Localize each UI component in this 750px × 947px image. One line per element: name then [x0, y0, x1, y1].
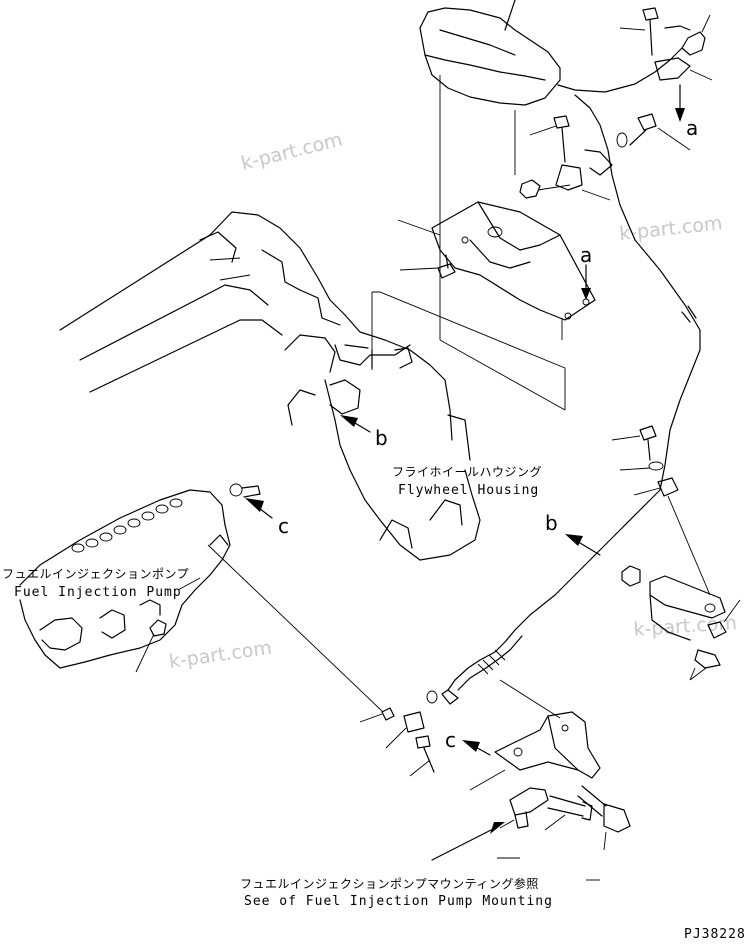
fuel-injection-pump: [19, 483, 261, 669]
callout-b-left: b: [375, 426, 388, 450]
linkage-leader: [207, 544, 435, 777]
flywheel-housing-label-jp: フライホイールハウジング: [392, 465, 542, 479]
bracket-bolt: [397, 219, 456, 279]
bracket-bolt-2: [529, 115, 570, 163]
bracket-nut: [519, 179, 571, 199]
fuel-pump-label-en: Fuel Injection Pump: [14, 585, 182, 600]
watermark-4: k-part.com: [633, 612, 738, 641]
mounting-reference-plane: [371, 291, 566, 411]
watermark-3: k-part.com: [168, 637, 274, 673]
fuel-pump-label-jp: フュエルインジェクションポンプ: [2, 567, 189, 581]
top-clip: [654, 57, 713, 81]
callout-a-mid: a: [580, 243, 592, 267]
mounting-ref-label-en: See of Fuel Injection Pump Mounting: [244, 894, 553, 909]
arrow-mounting-ref: [431, 822, 520, 861]
callout-c-bottom: c: [445, 728, 456, 752]
controller-box: [419, 0, 561, 340]
mounting-ref-label-jp: フュエルインジェクションポンプマウンティング参照: [240, 876, 539, 891]
callout-a-top: a: [686, 116, 698, 140]
arrow-c-left: c: [245, 498, 289, 538]
bottom-lever: [499, 787, 549, 829]
pump-bracket-nut: [149, 619, 167, 637]
arrow-b-left: b: [340, 415, 388, 450]
leader-lines: [135, 577, 707, 881]
injector-nozzles: [71, 498, 183, 553]
cable-end-rod: [426, 629, 523, 705]
arrow-b-right: b: [545, 511, 601, 556]
arrow-a-top: a: [675, 84, 698, 140]
pump-lever-bracket: [469, 679, 601, 791]
arrow-a-mid: a: [580, 243, 592, 300]
part-code: PJ38228: [684, 927, 746, 942]
cable-clamp-top: [555, 149, 613, 201]
cable-clamp-right: [611, 425, 711, 596]
callout-c-left: c: [278, 514, 289, 538]
bottom-bolt-2: [577, 785, 631, 851]
flywheel-housing-label-en: Flywheel Housing: [398, 483, 539, 498]
watermark-2: k-part.com: [618, 212, 723, 245]
right-bracket: [621, 565, 741, 681]
washer-top: [616, 113, 691, 151]
arrow-c-bottom: c: [445, 728, 491, 756]
engine-block: [59, 211, 346, 426]
controller-bracket: [431, 201, 596, 340]
top-bolt: [619, 7, 659, 56]
control-cable: [514, 94, 701, 631]
callout-b-right: b: [545, 511, 558, 535]
watermark-1: k-part.com: [239, 128, 345, 174]
flywheel-housing: [324, 314, 481, 561]
controller-cable: [557, 14, 711, 93]
